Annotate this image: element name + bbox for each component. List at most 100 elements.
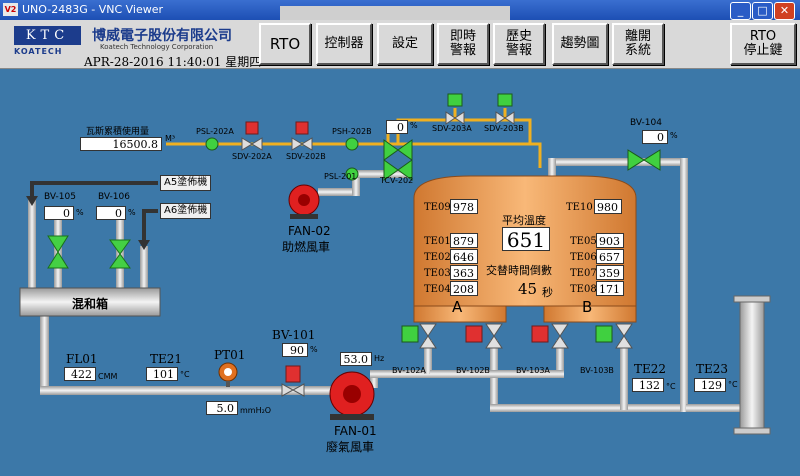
countdown-unit: 秒 [542,286,553,299]
gas-usage-value: 16500.8 [80,137,162,151]
psl-201-switch[interactable] [345,167,359,181]
bv-105-unit: % [76,208,84,217]
bv-103a-actuator[interactable] [531,325,549,343]
bv-105-valve[interactable] [47,235,69,269]
te22-unit: °C [666,382,676,391]
fan-01[interactable] [329,371,375,420]
te03-value: 363 [450,265,478,280]
koatech-wordmark: KOATECH [14,47,63,56]
history-alarm-button[interactable]: 歷史 警報 [493,23,545,65]
maximize-button[interactable]: □ [752,2,773,20]
te10-value: 980 [594,199,622,214]
sdv-203a-label: SDV-203A [432,124,472,133]
a6-coater-label[interactable]: A6塗佈機 [160,203,212,219]
exit-system-button[interactable]: 離開 系統 [612,23,664,65]
te01-label: TE01 [424,236,451,247]
sdv-202a-valve[interactable] [241,121,263,151]
bv-101-valve[interactable] [281,365,305,397]
te21-unit: °C [180,370,190,379]
ktc-logo: KTC [14,26,81,45]
te08-value: 171 [596,281,624,296]
te10-label: TE10 [566,202,593,213]
bv-102a-valve[interactable] [419,323,437,349]
te23-unit: °C [728,380,738,389]
bv-101-value: 90 [282,343,308,357]
te07-label: TE07 [570,268,597,279]
fan-01-desc: 廢氣風車 [326,440,375,454]
te02-value: 646 [450,249,478,264]
tcv-202-unit: % [410,121,418,130]
fl01-unit: CMM [98,372,118,381]
rto-stop-button[interactable]: RTO 停止鍵 [730,23,796,65]
te05-label: TE05 [570,236,597,247]
bv-102b-actuator[interactable] [465,325,483,343]
bv-102b-label: BV-102B [456,366,490,375]
company-name-en: Koatech Technology Corporation [100,43,214,51]
bv-103b-actuator[interactable] [595,325,613,343]
title-tab-strip [280,6,510,20]
bv-102b-valve[interactable] [485,323,503,349]
te22-label: TE22 [634,362,667,376]
close-button[interactable]: ✕ [774,2,795,20]
vnc-app-icon: V2 [3,3,18,16]
bv-104-value: 0 [642,130,668,144]
avg-temp-label: 平均溫度 [502,214,546,227]
sdv-203b-valve[interactable] [495,93,515,125]
fl01-value: 422 [64,367,96,381]
realtime-alarm-button[interactable]: 即時 警報 [437,23,489,65]
te21-value: 101 [146,367,178,381]
a5-coater-label[interactable]: A5塗佈機 [160,175,212,191]
pt01-value: 5.0 [206,401,238,415]
trend-button[interactable]: 趨勢圖 [552,23,608,65]
mixing-box[interactable] [19,287,161,317]
fan-02[interactable] [288,184,320,219]
bv-104-valve[interactable] [627,149,661,171]
sdv-202b-valve[interactable] [291,121,313,151]
mixing-box-label: 混和箱 [72,297,109,311]
bv-105-label: BV-105 [44,192,76,202]
sdv-202a-label: SDV-202A [232,152,272,161]
te09-value: 978 [450,199,478,214]
sdv-203b-label: SDV-203B [484,124,524,133]
tcv-202-valve[interactable] [383,139,413,181]
bv-106-unit: % [128,208,136,217]
te22-value: 132 [632,378,664,392]
chamber-a-label: A [452,298,463,316]
bv-103a-valve[interactable] [551,323,569,349]
te23-label: TE23 [696,362,729,376]
psl-201-label: PSL-201 [324,172,357,181]
bv-106-value: 0 [96,206,126,220]
bv-101-label: BV-101 [272,328,316,342]
te03-label: TE03 [424,268,451,279]
pt01-gauge[interactable] [218,362,238,387]
tcv-202-label: TCV-202 [380,176,414,185]
te01-value: 879 [450,233,478,248]
rto-button[interactable]: RTO [259,23,311,65]
bv-103b-valve[interactable] [615,323,633,349]
settings-button[interactable]: 設定 [377,23,433,65]
te06-value: 657 [596,249,624,264]
te08-label: TE08 [570,284,597,295]
fl01-label: FL01 [66,352,98,366]
controller-button[interactable]: 控制器 [316,23,372,65]
fan-01-value: 53.0 [340,352,372,366]
minimize-button[interactable]: _ [730,2,751,20]
psh-202b-label: PSH-202B [332,127,372,136]
fan-02-desc: 助燃風車 [282,240,331,254]
psh-202b-switch[interactable] [345,137,359,151]
countdown-label: 交替時間倒數 [486,264,552,277]
tcv-202-value: 0 [386,120,408,134]
bv-106-valve[interactable] [109,239,131,269]
bv-101-unit: % [310,345,318,354]
sdv-203a-valve[interactable] [445,93,465,125]
te21-label: TE21 [150,352,183,366]
psl-202a-switch[interactable] [205,137,219,151]
avg-temp-value: 651 [502,227,550,252]
fan-01-unit: Hz [374,354,385,363]
bv-102a-actuator[interactable] [401,325,419,343]
countdown-value: 45 [518,280,538,298]
psl-202a-label: PSL-202A [196,127,234,136]
arrow-head-a6 [138,240,150,250]
te05-value: 903 [596,233,624,248]
